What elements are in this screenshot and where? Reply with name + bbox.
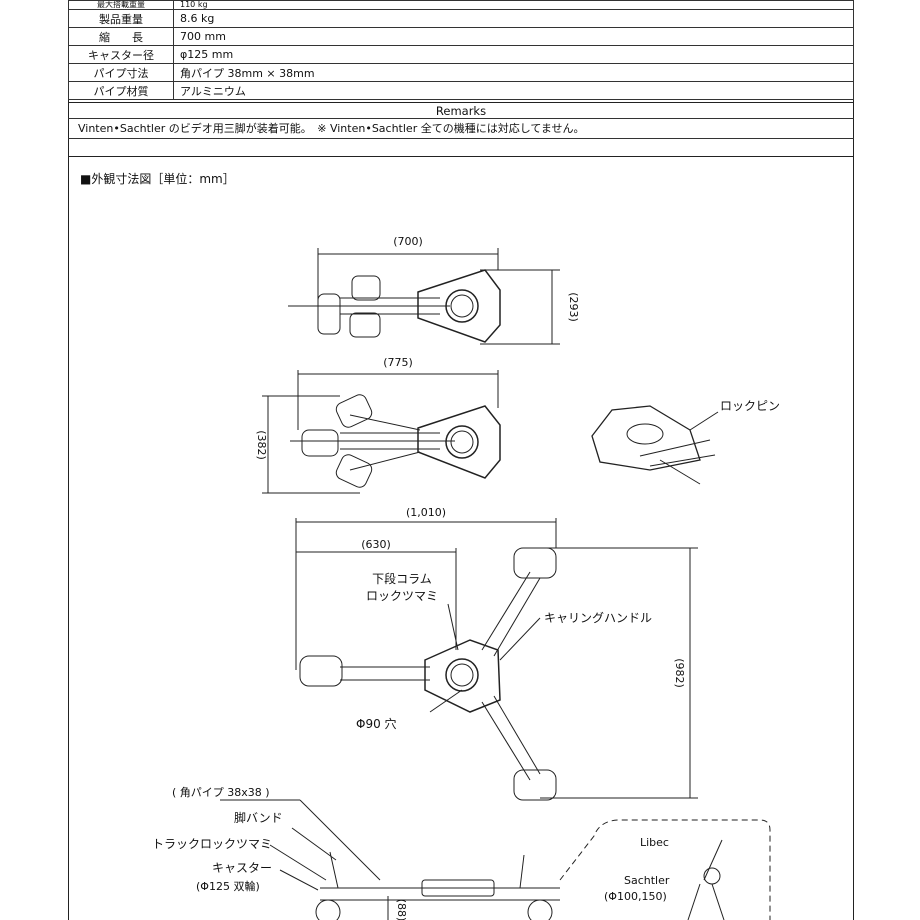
open-view <box>295 518 698 801</box>
dim-folded-height: (293) <box>567 292 580 322</box>
side-view <box>220 799 771 920</box>
dim-mid-length: (775) <box>383 356 413 369</box>
libec-label: Libec <box>640 836 669 849</box>
section-title: ■外観寸法図［単位：mm］ <box>80 172 235 186</box>
sachtler-size-label: (Φ100,150) <box>604 890 667 903</box>
hole-label: Φ90 穴 <box>356 716 397 731</box>
lock-pin-leader <box>689 411 719 431</box>
dim-mid-height: (382) <box>255 430 268 460</box>
spec-value: 角パイプ 38mm × 38mm <box>173 63 854 82</box>
leg-band-label: 脚バンド <box>234 810 283 825</box>
lock-pin-label: ロックピン <box>720 399 780 413</box>
spec-value: アルミニウム <box>173 81 854 100</box>
blank-row <box>68 139 854 157</box>
track-lock-leader <box>269 844 327 881</box>
carry-handle-leader <box>499 617 541 661</box>
carry-handle-label: キャリングハンドル <box>544 611 652 625</box>
spec-label: キャスター径 <box>68 45 174 64</box>
spec-table: 最大搭載重量 110 kg 製品重量 8.6 kg 縮 長 700 mm キャス… <box>68 0 854 100</box>
caster-size-label: (Φ125 双輪) <box>196 879 260 893</box>
spec-label: パイプ材質 <box>68 81 174 100</box>
folded-view <box>288 248 560 345</box>
pipe-leader <box>299 799 381 881</box>
column-lock-leader <box>447 603 459 651</box>
spec-row: パイプ寸法 角パイプ 38mm × 38mm <box>68 63 854 82</box>
dim-open-width: (1,010) <box>406 506 446 519</box>
spec-row: パイプ材質 アルミニウム <box>68 81 854 100</box>
pipe-label: ( 角パイプ 38x38 ) <box>172 786 270 799</box>
leg-band-leader <box>291 827 337 861</box>
caster-leader <box>279 869 319 891</box>
column-lock-label-2: ロックツマミ <box>366 589 438 603</box>
caster-label: キャスター <box>212 861 272 875</box>
remarks-text: Vinten•Sachtler のビデオ用三脚が装着可能。 ※ Vinten•S… <box>68 119 854 139</box>
sachtler-label: Sachtler <box>624 874 670 887</box>
lock-pin-detail <box>591 405 719 485</box>
track-lock-label: トラックロックツマミ <box>152 837 272 851</box>
remarks-heading: Remarks <box>68 102 854 119</box>
document-sheet <box>68 0 854 920</box>
spec-row: 縮 長 700 mm <box>68 27 854 46</box>
hole-leader <box>429 689 463 713</box>
dim-open-depth: (982) <box>673 658 686 688</box>
mid-view <box>262 370 501 494</box>
dim-open-half: (630) <box>361 538 391 551</box>
dim-folded-length: (700) <box>393 235 423 248</box>
dim-side-height: (88) <box>395 899 408 920</box>
column-lock-label-1: 下段コラム <box>372 571 432 586</box>
